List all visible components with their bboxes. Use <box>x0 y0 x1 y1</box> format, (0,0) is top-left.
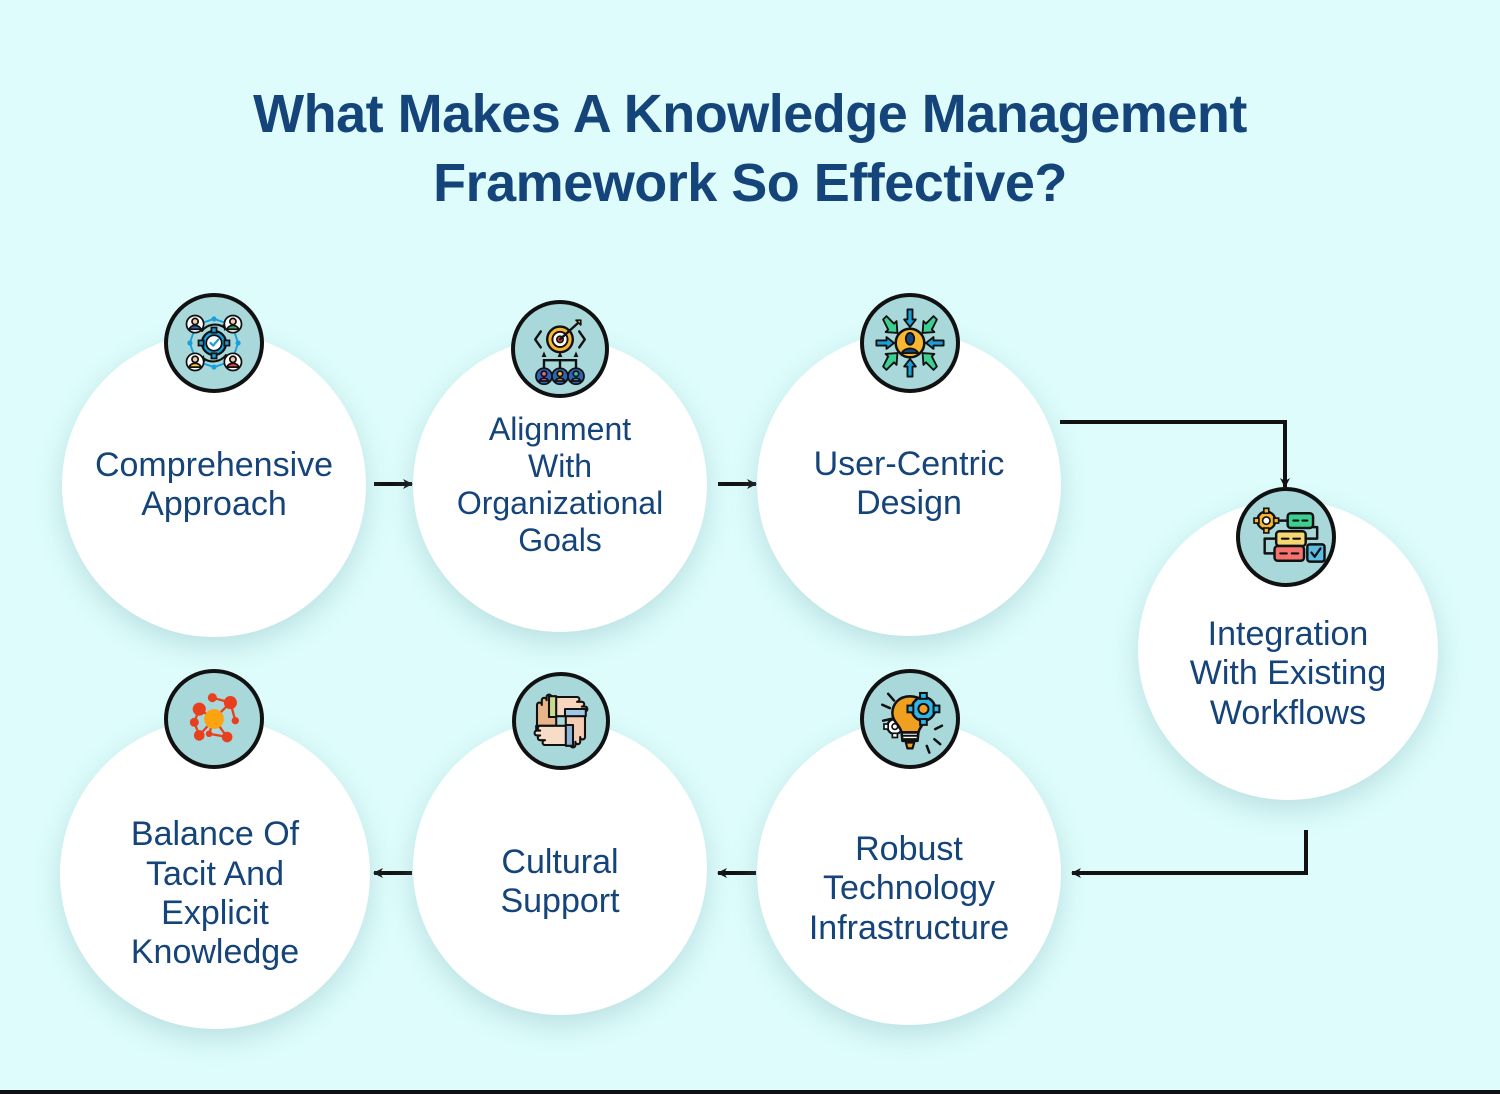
node-cultural-support[interactable]: Cultural Support <box>413 721 707 1015</box>
page-title-line-1: What Makes A Knowledge Management <box>253 84 1247 144</box>
node-label-7: Balance Of Tacit And Explicit Knowledge <box>130 815 300 972</box>
node-robust-technology-infrastructure[interactable]: Robust Technology Infrastructure <box>757 721 1061 1025</box>
four-hands-teamwork-icon <box>512 672 610 770</box>
workflow-gear-blocks-icon <box>1236 487 1336 587</box>
people-network-gear-check-icon <box>164 293 264 393</box>
page-title: What Makes A Knowledge Management Framew… <box>120 80 1380 218</box>
connector-4-to-5 <box>1071 830 1308 878</box>
node-label-3: User-Centric Design <box>813 444 1005 522</box>
node-label-5: Robust Technology Infrastructure <box>808 829 1010 947</box>
node-label-4: Integration With Existing Workflows <box>1189 614 1387 732</box>
node-label-2: Alignment With Organizational Goals <box>456 410 664 559</box>
node-balance-of-tacit-and-explicit-knowledge[interactable]: Balance Of Tacit And Explicit Knowledge <box>60 719 370 1029</box>
node-label-1: Comprehensive Approach <box>94 445 334 523</box>
page-title-line-2: Framework So Effective? <box>433 153 1067 214</box>
user-centric-arrows-icon <box>860 293 960 393</box>
node-alignment-with-organizational-goals[interactable]: Alignment With Organizational Goals <box>413 338 707 632</box>
knowledge-network-nodes-icon <box>164 669 264 769</box>
node-label-6: Cultural Support <box>500 842 620 920</box>
lightbulb-gears-icon <box>860 669 960 769</box>
target-arrow-team-icon <box>511 300 609 398</box>
bottom-divider <box>0 1090 1500 1094</box>
connector-3-to-4 <box>1060 420 1290 488</box>
node-comprehensive-approach[interactable]: Comprehensive Approach <box>62 333 366 637</box>
